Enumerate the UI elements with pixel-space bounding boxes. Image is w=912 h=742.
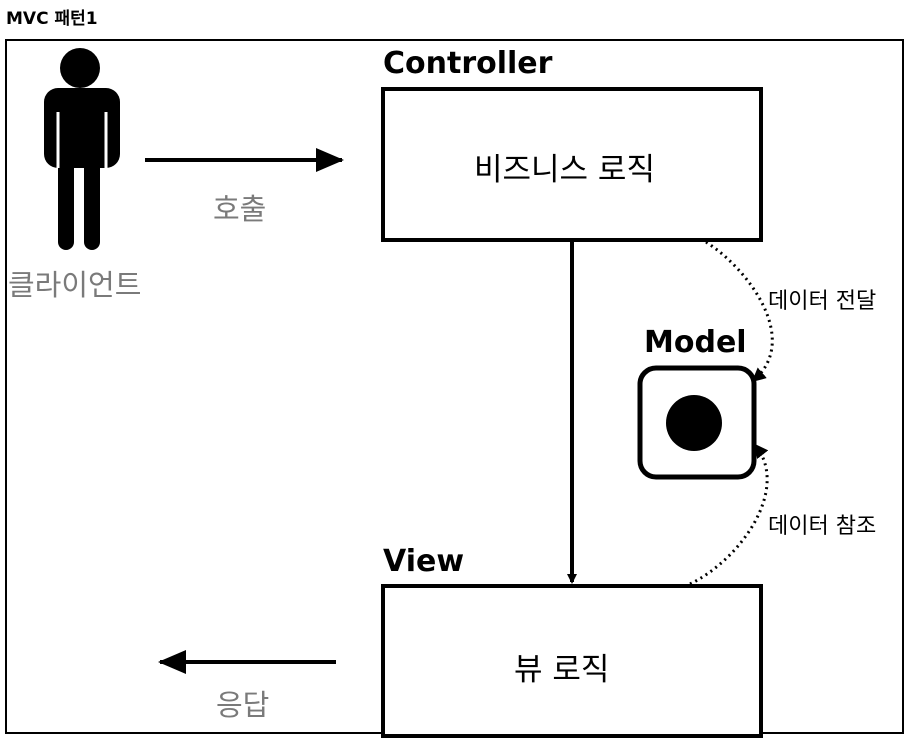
data-reference-label: 데이터 참조 (768, 514, 877, 539)
model-icon (637, 365, 757, 480)
controller-title: Controller (383, 46, 553, 81)
page-title: MVC 패턴1 (6, 9, 98, 29)
call-label: 호출 (213, 192, 267, 226)
response-label: 응답 (216, 688, 270, 722)
controller-box (381, 87, 763, 242)
person-icon (44, 48, 120, 250)
view-content: 뷰 로직 (514, 652, 610, 688)
data-reference-arrow (689, 443, 769, 586)
controller-content: 비즈니스 로직 (474, 152, 655, 188)
record-icon (666, 395, 722, 451)
view-box (381, 584, 763, 738)
model-title: Model (644, 325, 747, 360)
client-label: 클라이언트 (8, 268, 142, 302)
view-title: View (383, 544, 465, 579)
data-transfer-label: 데이터 전달 (768, 289, 877, 314)
